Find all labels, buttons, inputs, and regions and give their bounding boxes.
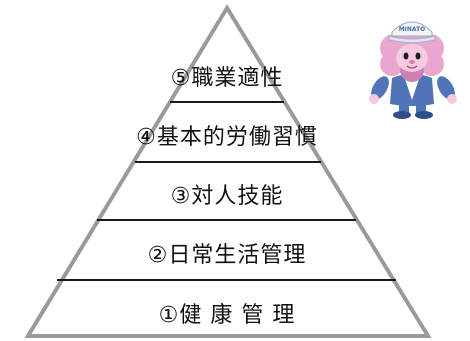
mascot-hat-logo: MINATO [399, 26, 426, 33]
pyramid-outline [24, 4, 432, 338]
tier-1-label: ①健 康 管 理 [159, 303, 296, 328]
tier-2-label: ②日常生活管理 [148, 243, 307, 268]
tier-3-label: ③対人技能 [171, 184, 284, 209]
tier-4-label: ④基本的労働習慣 [136, 125, 318, 150]
tier-5-label: ⑤職業適性 [171, 66, 284, 91]
mascot-character-icon [369, 21, 457, 119]
